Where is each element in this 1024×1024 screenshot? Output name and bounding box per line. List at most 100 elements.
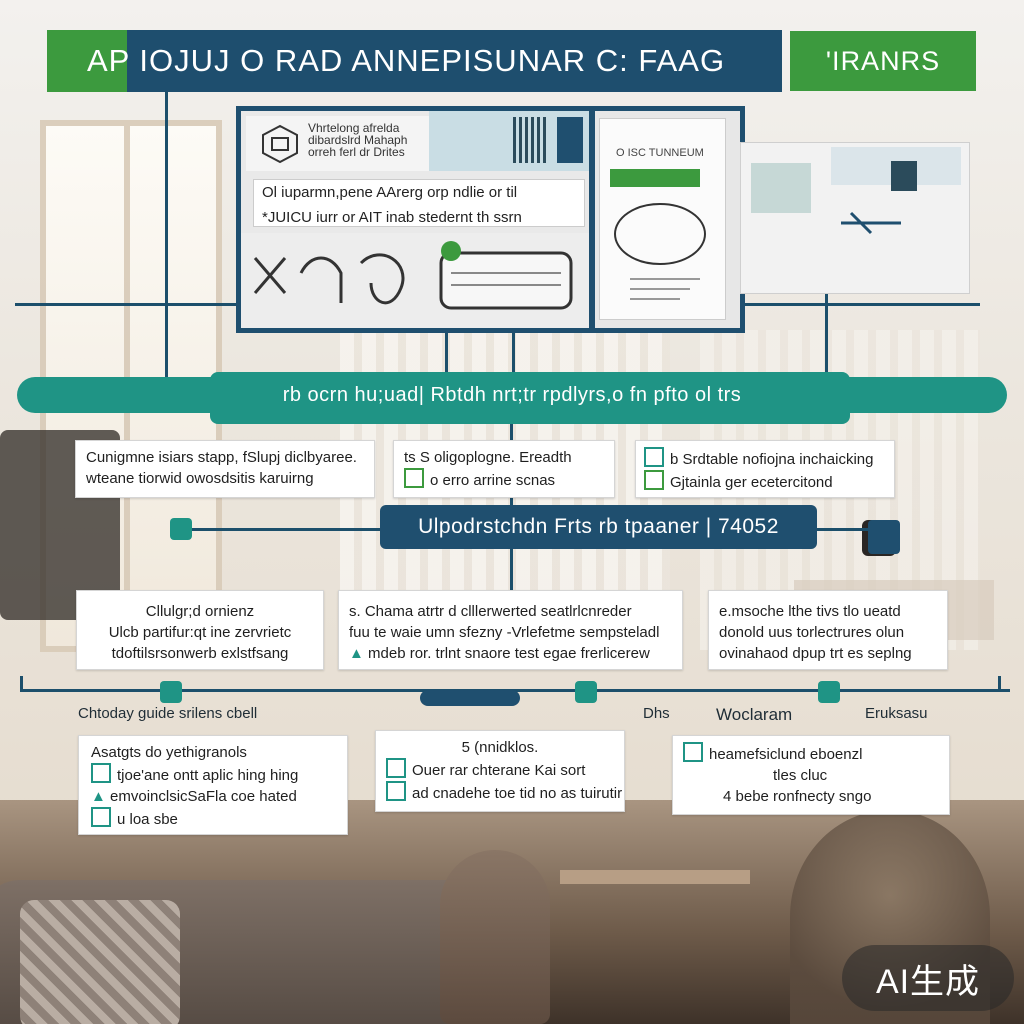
checkbox-icon <box>386 781 406 801</box>
info-card: Cllulgr;d ornienz Ulcb partifur:qt ine z… <box>76 590 324 670</box>
arrow-icon: ▲ <box>91 788 106 805</box>
card-text: Cunigmne isiars stapp, fSlupj diclbyaree… <box>86 449 357 466</box>
card-text: 5 (nnidklos. <box>461 739 539 756</box>
card-text: fuu te waie umn sfezny -Vrlefetme sempst… <box>349 624 660 641</box>
info-card: 5 (nnidklos. Ouer rar chterane Kai sort … <box>375 730 625 812</box>
document-preview: O ISC TUNNEUM <box>600 119 725 319</box>
card-text: b Srdtable nofiojna inchaicking <box>670 451 874 468</box>
title-tag: 'IRANRS <box>790 31 976 91</box>
title-tag-text: 'IRANRS <box>825 45 941 76</box>
sketch-area <box>241 233 589 328</box>
hexagon-icon <box>262 124 298 164</box>
checkbox-icon <box>404 468 424 488</box>
card-text: tjoe'ane ontt aplic hing hing <box>117 767 299 784</box>
person-silhouette <box>440 850 550 1024</box>
caption-line: *JUICU iurr or AIT inab stedernt th ssrn <box>262 209 522 226</box>
connector-node <box>818 681 840 703</box>
card-text: s. Chama atrtr d clllerwerted seatlrlcnr… <box>349 603 632 620</box>
bookshelf-icon <box>513 117 549 163</box>
section-label: Woclaram <box>716 705 793 724</box>
card-text: ovinahaod dpup trt es seplng <box>719 645 912 662</box>
card-text: ts S oligoplogne. Ereadth <box>404 449 572 466</box>
illustration-panel-1: Vhrtelong afrelda dibardslrd Mahaph orre… <box>236 106 594 333</box>
panel-mini-text: Vhrtelong afrelda dibardslrd Mahaph orre… <box>308 121 408 159</box>
card-text: Ulcb partifur:qt ine zervrietc <box>108 624 292 641</box>
card-text: wteane tiorwid owosdsitis karuirng <box>86 470 314 487</box>
card-text: Ouer rar chterane Kai sort <box>412 762 586 779</box>
connector-line <box>15 303 345 306</box>
thumbnail-image <box>429 111 589 171</box>
card-text: Cllulgr;d ornienz <box>145 603 255 620</box>
connector-node <box>160 681 182 703</box>
card-text: Asatgts do yethigranols <box>91 744 247 761</box>
connector-line <box>20 676 23 692</box>
card-text: e.msoche lthe tivs tlo ueatd <box>719 603 901 620</box>
banner-text: rb ocrn hu;uad| Rbtdh nrt;tr rpdlyrs,o f… <box>282 383 742 406</box>
connector-line <box>817 528 877 531</box>
connector-line <box>700 303 980 306</box>
card-text: tdoftilsrsonwerb exlstfsang <box>111 645 289 662</box>
checkbox-icon <box>91 807 111 827</box>
sketch-illustration <box>253 241 573 310</box>
info-card: Asatgts do yethigranols tjoe'ane ontt ap… <box>78 735 348 835</box>
info-card: heamefsiclund eboenzl tles cluc 4 bebe r… <box>672 735 950 815</box>
pill-text: Ulpodrstchdn Frts rb tpaaner | 74052 <box>418 515 779 538</box>
ai-generated-badge: AI生成 <box>842 945 1014 1011</box>
arrow-sketch <box>841 211 901 235</box>
info-card: s. Chama atrtr d clllerwerted seatlrlcnr… <box>338 590 683 670</box>
card-text: emvoinclsicSaFla coe hated <box>110 788 297 805</box>
connector-tube <box>420 690 520 706</box>
illustration-panel-2: O ISC TUNNEUM <box>590 106 745 333</box>
title-bar: AP IOJUJ O RAD ANNEPISUNAR C: FAAG <box>47 30 782 92</box>
info-card: e.msoche lthe tivs tlo ueatd donold uus … <box>708 590 948 670</box>
thumbnail-image <box>751 163 811 213</box>
section-banner: rb ocrn hu;uad| Rbtdh nrt;tr rpdlyrs,o f… <box>17 377 1007 413</box>
document-sketch <box>614 203 706 300</box>
caption-line: Ol iuparmn,pene AArerg orp ndlie or til <box>262 184 518 201</box>
connector-node <box>170 518 192 540</box>
page-title: AP IOJUJ O RAD ANNEPISUNAR C: FAAG <box>87 43 726 78</box>
card-text: heamefsiclund eboenzl <box>709 746 863 763</box>
panel-header: Vhrtelong afrelda dibardslrd Mahaph orre… <box>246 116 429 171</box>
connector-line <box>512 330 515 380</box>
connector-line <box>998 676 1001 692</box>
checkbox-icon <box>644 447 664 467</box>
device-icon <box>891 161 917 191</box>
watermark-text: AI生成 <box>875 962 981 1001</box>
card-text: tles cluc <box>773 767 828 784</box>
checkbox-icon <box>683 742 703 762</box>
section-label: Dhs <box>643 705 670 722</box>
card-text: u loa sbe <box>117 811 178 828</box>
table <box>560 870 750 884</box>
connector-line <box>165 92 168 382</box>
panel-caption: Ol iuparmn,pene AArerg orp ndlie or til … <box>253 179 585 227</box>
connector-line <box>825 260 828 380</box>
device-icon <box>557 117 583 163</box>
central-pill: Ulpodrstchdn Frts rb tpaaner | 74052 <box>380 505 817 549</box>
card-text: 4 bebe ronfnecty sngo <box>723 788 872 805</box>
connector-node <box>868 520 900 554</box>
connector-line <box>510 549 513 594</box>
card-text: ad cnadehe toe tid no as tuirutir <box>412 785 623 802</box>
info-card: ts S oligoplogne. Ereadth o erro arrine … <box>393 440 615 498</box>
landscape-image <box>610 169 700 187</box>
card-text: o erro arrine scnas <box>430 472 556 489</box>
section-label: Eruksasu <box>865 705 928 722</box>
card-text: mdeb ror. trlnt snaore test egae frerlic… <box>368 645 650 662</box>
section-label: Chtoday guide srilens cbell <box>78 705 258 722</box>
card-text: Gjtainla ger ecetercitond <box>670 474 833 491</box>
connector-node <box>575 681 597 703</box>
illustration-panel-3 <box>740 142 970 294</box>
arrow-icon: ▲ <box>349 645 364 662</box>
document-title: O ISC TUNNEUM <box>616 147 704 159</box>
card-text: donold uus torlectrures olun <box>719 624 905 641</box>
connector-line <box>445 325 448 380</box>
cushion <box>20 900 180 1024</box>
info-card: b Srdtable nofiojna inchaicking Gjtainla… <box>635 440 895 498</box>
info-card: Cunigmne isiars stapp, fSlupj diclbyaree… <box>75 440 375 498</box>
checkbox-icon <box>386 758 406 778</box>
connector-line <box>180 528 380 531</box>
checkbox-icon <box>644 470 664 490</box>
checkbox-icon <box>91 763 111 783</box>
